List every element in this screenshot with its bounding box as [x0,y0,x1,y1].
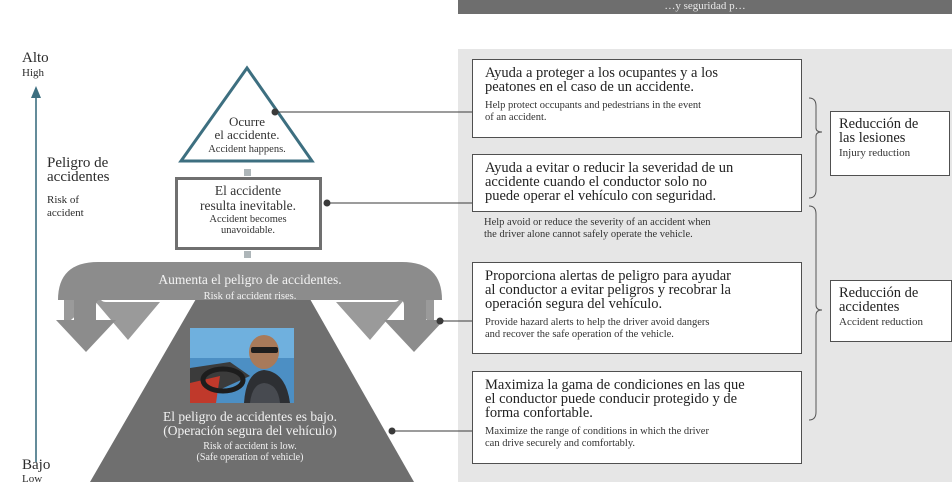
unavoidable-en-1: Accident becomes [209,214,287,225]
function-4-es-3: forma confortable. [485,405,593,421]
risk-low-en-1: Risk of accident is low. [203,441,297,452]
injury-brace [808,97,823,199]
accident-reduction-box: Reducción de accidentes Accident reducti… [830,280,952,342]
risk-rises-es: Aumenta el peligro de accidentes. [158,272,342,287]
function-4-en-1: Maximize the range of conditions in whic… [485,426,709,437]
band-face [98,262,402,300]
accident-reduction-es-1: Reducción de [839,285,919,301]
axis-danger-sublabel-1: Risk of [47,194,80,206]
accident-happens-es-2: el accidente. [214,127,280,142]
connector-dot-2 [323,199,331,207]
unavoidable-text: El accidente resulta inevitable. Acciden… [178,183,318,236]
function-1-es-2: peatones en el caso de un accidente. [485,79,694,95]
connector-dot-1 [271,108,279,116]
function-1-en-2: of an accident. [485,112,547,123]
unavoidable-en-2: unavoidable. [221,225,275,236]
axis-high-label: Alto [22,50,49,66]
function-box-3: Proporciona alertas de peligro para ayud… [472,262,802,354]
function-2-es-2: accidente cuando el conductor solo no [485,174,707,190]
unavoidable-box [175,177,322,250]
driver-photo [190,328,294,403]
function-2-en-1: Help avoid or reduce the severity of an … [484,217,711,228]
accident-brace [808,205,823,421]
function-4-es-1: Maximiza la gama de condiciones en las q… [485,377,745,393]
risk-low-es-1: El peligro de accidentes es bajo. [163,409,337,424]
function-2-es-3: puede operar el vehículo con seguridad. [485,188,717,204]
function-box-2: Ayuda a evitar o reducir la severidad de… [472,154,802,212]
function-4-en-2: can drive securely and comfortably. [485,438,636,449]
function-2-en: Help avoid or reduce the severity of an … [484,217,804,241]
top-banner: …y seguridad p… [458,0,952,14]
function-1-en-1: Help protect occupants and pedestrians i… [485,100,702,111]
connector-dot-4 [388,427,396,435]
accident-reduction-es-2: accidentes [839,299,900,315]
level-connector [244,169,251,176]
unavoidable-es-2: resulta inevitable. [200,198,296,213]
function-box-4: Maximiza la gama de condiciones en las q… [472,371,802,464]
accident-reduction-en: Accident reduction [839,316,923,328]
risk-low-text: El peligro de accidentes es bajo. (Opera… [120,409,380,464]
function-3-es-2: al conductor a evitar peligros y recobra… [485,282,731,298]
injury-reduction-es-2: las lesiones [839,130,906,146]
function-1-es-1: Ayuda a proteger a los ocupantes y a los [485,65,719,81]
axis-danger-sublabel-2: accident [47,207,84,219]
risk-axis-arrowhead [31,86,41,98]
accident-happens-text: Ocurre el accidente. Accident happens. [190,115,304,157]
function-2-es-1: Ayuda a evitar o reducir la severidad de… [485,160,734,176]
axis-high-sublabel: High [22,67,44,79]
function-3-es-1: Proporciona alertas de peligro para ayud… [485,268,731,284]
axis-low-label: Bajo [22,457,51,473]
risk-rises-text: Aumenta el peligro de accidentes. Risk o… [100,272,400,304]
level-connector [244,251,251,258]
injury-reduction-en: Injury reduction [839,147,911,159]
function-3-en-2: and recover the safe operation of the ve… [485,329,674,340]
function-3-es-3: operación segura del vehículo. [485,296,663,312]
connector-dot-3 [436,317,444,325]
function-4-es-2: el conductor puede conducir protegido y … [485,391,738,407]
risk-rises-en: Risk of accident rises. [203,291,297,302]
risk-low-es-2: (Operación segura del vehículo) [163,423,337,438]
injury-reduction-es-1: Reducción de [839,116,919,132]
function-3-en-1: Provide hazard alerts to help the driver… [485,317,710,328]
unavoidable-es-1: El accidente [214,183,282,198]
function-box-1: Ayuda a proteger a los ocupantes y a los… [472,59,802,138]
function-2-en-2: the driver alone cannot safely operate t… [484,229,693,240]
axis-low-sublabel: Low [22,473,43,485]
accident-happens-en: Accident happens. [208,144,286,155]
accident-happens-triangle [178,65,315,163]
axis-danger-label-1: Peligro de [47,155,109,171]
accident-happens-es-1: Ocurre [228,114,266,129]
injury-reduction-box: Reducción de las lesiones Injury reducti… [830,111,950,176]
risk-low-en-2: (Safe operation of vehicle) [196,452,304,463]
axis-danger-label-2: accidentes [47,169,110,185]
